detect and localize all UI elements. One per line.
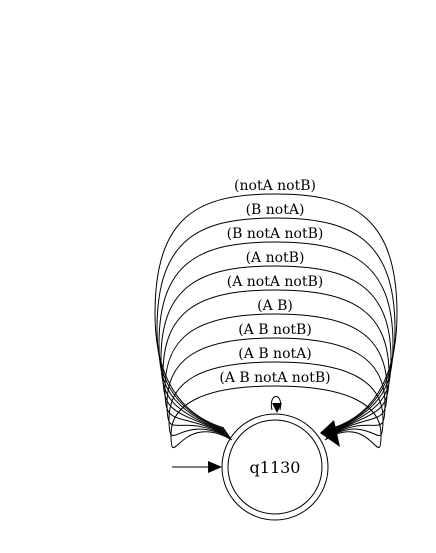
transition-label-bg (225, 275, 325, 289)
transition-label-bg (237, 323, 313, 337)
transition-label: (A B notA notB) (219, 370, 330, 386)
transition-label: (A B notB) (238, 322, 312, 338)
small-loop-arrowhead (272, 403, 282, 413)
transition-label: (B notA) (246, 202, 305, 218)
state-inner-circle (227, 419, 323, 515)
transition-label-group: (notA notB) (B notA) (B notA notB) (A notB)… (218, 178, 332, 386)
transition-label: (A notA notB) (227, 274, 323, 290)
transition-label-bg (237, 347, 313, 361)
transition-label-bg (218, 371, 332, 385)
transition-label-bg (244, 251, 306, 265)
transition-label-bg (244, 203, 306, 217)
self-loop-edge (166, 337, 386, 438)
transition-label: (A B) (257, 298, 293, 314)
state-outer-circle (221, 413, 329, 521)
transition-label-bg (225, 227, 325, 241)
loop-arrowhead (320, 420, 340, 447)
transition-label-bg (233, 179, 317, 193)
state-label: q1130 (250, 458, 301, 477)
transition-label: (A B notA) (238, 346, 311, 362)
self-loop-edge (164, 313, 388, 436)
transition-label: (notA notB) (234, 178, 316, 194)
transition-label: (A notB) (246, 250, 305, 266)
initial-arrow-head (208, 461, 222, 473)
self-loop-edge (170, 385, 382, 449)
self-loop-edge (168, 361, 384, 439)
self-loop-group (154, 193, 398, 449)
transition-label: (B notA notB) (227, 226, 324, 242)
transition-label-bg (256, 299, 294, 313)
